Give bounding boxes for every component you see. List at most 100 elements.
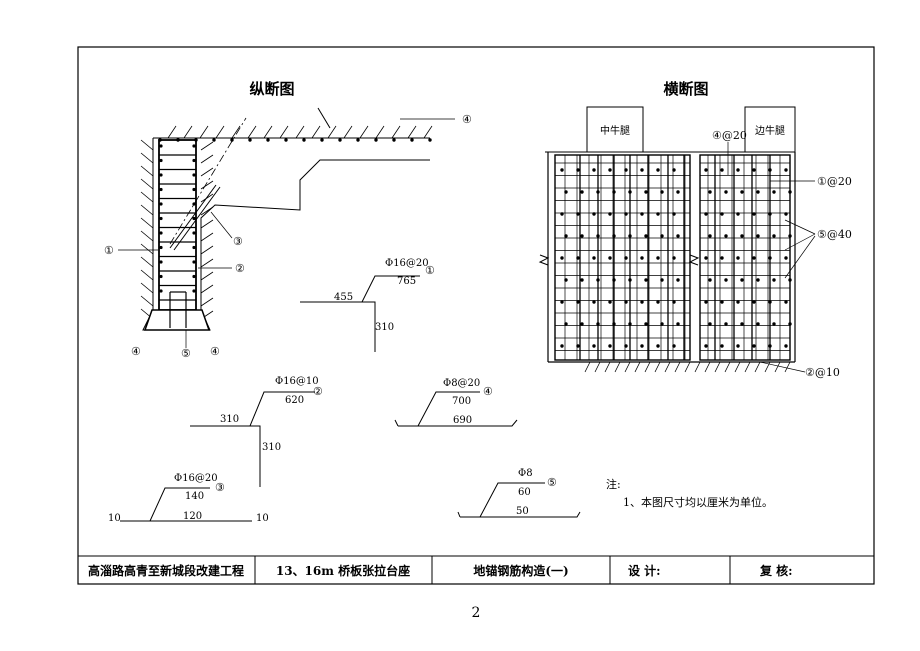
drawing-line — [295, 125, 305, 139]
rebar-dot — [788, 322, 792, 326]
bar-1-shape — [300, 275, 420, 352]
bar-3-len-140: 140 — [185, 491, 204, 502]
longitudinal-rebar-dots — [158, 138, 432, 293]
rebar-dot — [158, 138, 162, 142]
callout-5: ⑤ — [181, 347, 191, 360]
drawing-line — [664, 361, 671, 373]
drawing-line — [704, 361, 711, 373]
rebar-dot — [704, 256, 708, 260]
rebar-dot — [784, 212, 788, 216]
rebar-dot — [772, 190, 776, 194]
rebar-dot — [560, 344, 564, 348]
rebar-dot — [640, 344, 644, 348]
rebar-dot — [624, 168, 628, 172]
rebar-dot — [752, 256, 756, 260]
drawing-line — [674, 361, 681, 373]
drawing-line — [375, 125, 385, 139]
drawing-line — [199, 125, 209, 139]
rebar-dot — [736, 300, 740, 304]
rebar-dot — [756, 190, 760, 194]
rebar-dot — [410, 138, 414, 142]
drawing-line — [200, 258, 214, 268]
callout-4-top: ④ — [462, 113, 472, 126]
rebar-dot — [768, 168, 772, 172]
rebar-dot — [724, 278, 728, 282]
bar-1-len-765: 765 — [397, 276, 416, 287]
rebar-dot — [248, 138, 252, 142]
drawing-line — [140, 256, 154, 268]
rebar-dot — [740, 322, 744, 326]
rebar-dot — [576, 212, 580, 216]
rebar-dot — [628, 322, 632, 326]
drawing-line — [215, 125, 225, 139]
notes-item-1: 1、本图尺寸均以厘米为单位。 — [623, 495, 773, 509]
drawing-line — [624, 361, 631, 373]
drawing-line — [327, 125, 337, 139]
drawing-line — [694, 361, 701, 373]
bar-1-number: ① — [425, 264, 435, 277]
side-corbel-label: 边牛腿 — [755, 124, 785, 137]
rebar-dot — [192, 144, 196, 148]
drawing-line — [754, 361, 761, 373]
rebar-dot — [644, 278, 648, 282]
rebar-dot — [628, 234, 632, 238]
middle-corbel-label: 中牛腿 — [600, 124, 630, 137]
footer-review: 复 核: — [759, 563, 793, 578]
rebar-dot — [576, 300, 580, 304]
rebar-dot — [672, 300, 676, 304]
rebar-dot — [672, 212, 676, 216]
rebar-dot — [596, 322, 600, 326]
notes-heading: 注: — [606, 477, 621, 491]
rebar-dot — [736, 212, 740, 216]
drawing-line — [140, 191, 154, 203]
rebar-dot — [640, 256, 644, 260]
drawing-line — [614, 361, 621, 373]
rebar-dot — [708, 190, 712, 194]
rebar-dot — [192, 187, 196, 192]
rebar-dot — [192, 231, 196, 235]
rebar-dot — [772, 322, 776, 326]
drawing-line — [279, 125, 289, 139]
rebar-dot — [596, 278, 600, 282]
rebar-dot — [736, 168, 740, 172]
rebar-dot — [624, 344, 628, 348]
rebar-dot — [596, 234, 600, 238]
callout-4-right: ④ — [210, 345, 220, 358]
rebar-dot — [159, 231, 163, 235]
rebar-dot — [708, 234, 712, 238]
rebar-dot — [772, 278, 776, 282]
rebar-dot — [608, 212, 612, 216]
drawing-line — [183, 125, 193, 139]
bar-4-number: ④ — [483, 385, 493, 398]
rebar-dot — [672, 256, 676, 260]
label-5-at-40: ⑤@40 — [817, 228, 852, 241]
bar-4-spec: Φ8@20 — [443, 378, 480, 389]
rebar-dot — [644, 190, 648, 194]
rebar-dot — [720, 256, 724, 260]
rebar-dot — [672, 344, 676, 348]
rebar-dot — [176, 138, 180, 142]
drawing-line — [140, 152, 154, 164]
rebar-dot — [656, 344, 660, 348]
rebar-dot — [266, 138, 270, 142]
rebar-dot — [192, 274, 196, 279]
rebar-dot — [580, 190, 584, 194]
rebar-dot — [720, 212, 724, 216]
drawing-line — [423, 125, 433, 139]
rebar-dot — [159, 187, 163, 192]
rebar-dot — [656, 168, 660, 172]
rebar-dot — [560, 256, 564, 260]
transverse-section-drawing — [538, 106, 796, 373]
rebar-dot — [592, 212, 596, 216]
rebar-dot — [784, 300, 788, 304]
rebar-dot — [192, 202, 196, 206]
drawing-line — [200, 180, 214, 190]
rebar-dot — [784, 168, 788, 172]
rebar-dot — [724, 234, 728, 238]
drawing-line — [200, 297, 214, 307]
drawing-line — [200, 245, 214, 255]
rebar-dot — [159, 202, 163, 206]
rebar-dot — [159, 144, 163, 148]
label-2-at-10: ②@10 — [805, 366, 840, 379]
drawing-line — [167, 125, 177, 139]
